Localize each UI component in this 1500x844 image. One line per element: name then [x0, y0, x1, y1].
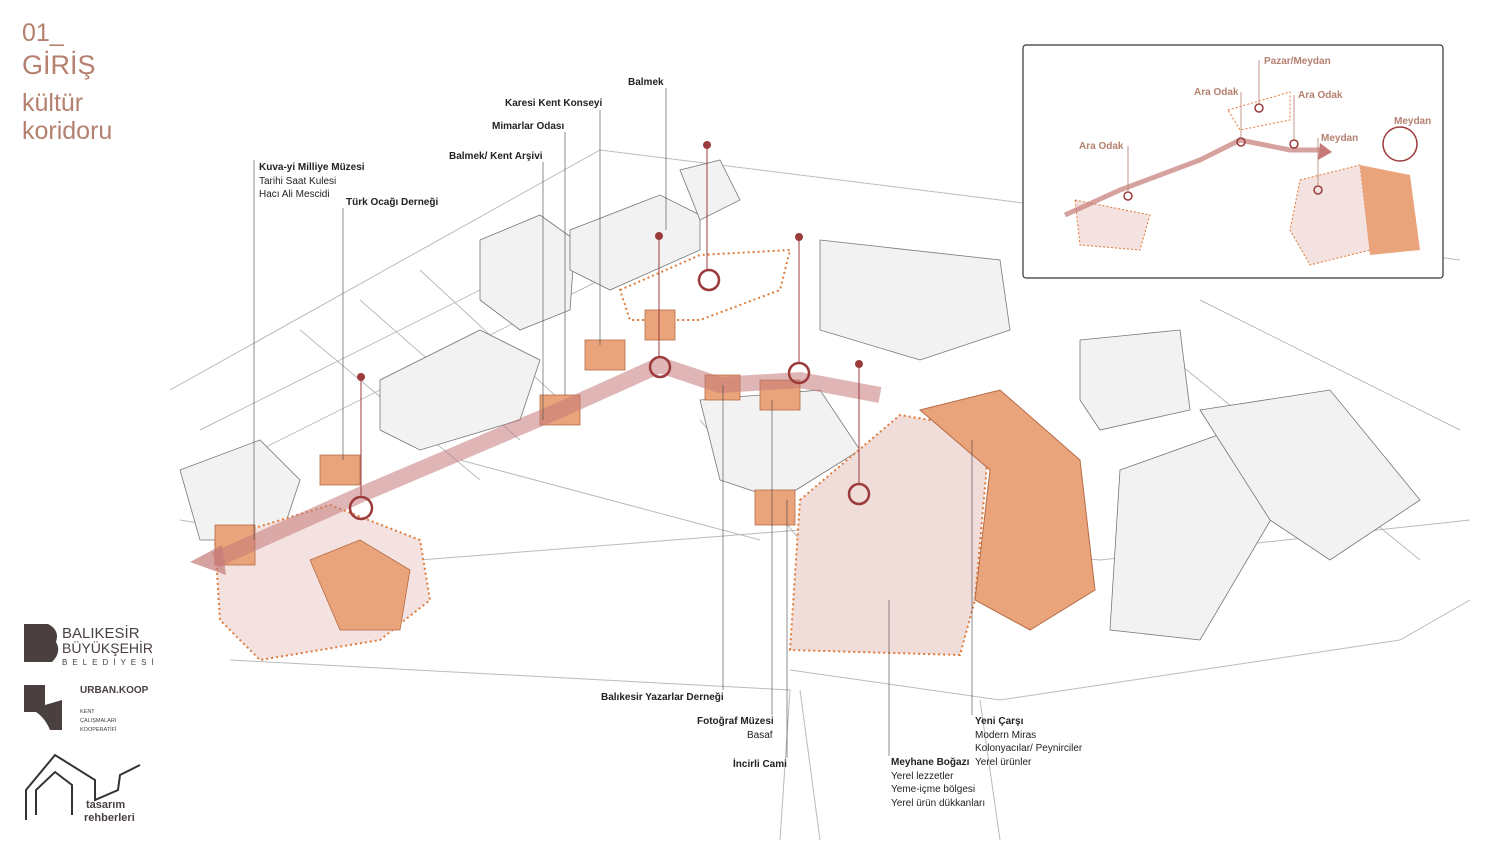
label-basaf: Basaf	[747, 730, 773, 741]
label-meyhane-sub2: Yeme-içme bölgesi	[891, 784, 975, 795]
zone-yeni-carsi	[918, 389, 1096, 631]
label-mimarlar: Mimarlar Odası	[492, 121, 564, 132]
label-kent-arsivi: Balmek/ Kent Arşivi	[449, 151, 543, 162]
leader-lines	[253, 88, 973, 758]
svg-text:BÜYÜKŞEHİR: BÜYÜKŞEHİR	[62, 639, 153, 656]
label-turk-ocagi: Türk Ocağı Derneği	[346, 197, 438, 208]
urban-koop-logo: URBAN.KOOP KENT ÇALIŞMALARI KOOPERATİFİ	[24, 685, 149, 733]
label-saat-kulesi: Tarihi Saat Kulesi	[259, 176, 336, 187]
label-yeni-sub3: Yerel ürünler	[975, 757, 1032, 768]
inset-label-ara-odak-3: Ara Odak	[1079, 141, 1124, 152]
inset-label-ara-odak-1: Ara Odak	[1194, 87, 1239, 98]
subtitle-line2: koridoru	[22, 117, 113, 145]
inset-route	[1063, 137, 1320, 218]
page-title: GİRİŞ	[22, 50, 96, 80]
inset-label-pazar: Pazar/Meydan	[1264, 56, 1331, 67]
node-pins	[357, 141, 863, 497]
svg-text:tasarım: tasarım	[86, 799, 125, 811]
label-yeni-sub1: Modern Miras	[975, 730, 1036, 741]
svg-text:KENT: KENT	[80, 709, 95, 715]
subtitle-line1: kültür	[22, 89, 84, 117]
buildings	[179, 159, 1421, 641]
balikesir-logo: BALIKESİR BÜYÜKŞEHİR BELEDİYESİ	[24, 624, 159, 667]
inset-map: Pazar/Meydan Ara Odak Ara Odak Ara Odak …	[1022, 44, 1444, 279]
svg-text:ÇALIŞMALARI: ÇALIŞMALARI	[80, 718, 117, 724]
label-yeni-carsi: Yeni Çarşı	[975, 716, 1024, 727]
svg-text:rehberleri: rehberleri	[84, 812, 135, 824]
svg-text:BELEDİYESİ: BELEDİYESİ	[62, 658, 159, 667]
tasarim-rehberleri-logo: tasarım rehberleri	[25, 753, 141, 824]
svg-text:BALIKESİR: BALIKESİR	[62, 624, 140, 642]
inset-label-meydan: Meydan	[1321, 133, 1358, 144]
svg-text:KOOPERATİFİ: KOOPERATİFİ	[80, 726, 117, 733]
label-meyhane-sub1: Yerel lezzetler	[891, 771, 954, 782]
section-number: 01_	[22, 19, 64, 47]
label-yeni-sub2: Kolonyacılar/ Peynirciler	[975, 743, 1083, 754]
label-incirli: İncirli Cami	[733, 757, 787, 770]
corridor-arrowhead	[190, 545, 226, 575]
zone-meyhane-bogazi	[788, 413, 992, 657]
inset-legend-meydan: Meydan	[1394, 116, 1431, 127]
label-meyhane: Meyhane Boğazı	[891, 757, 970, 768]
label-fotograf: Fotoğraf Müzesi	[697, 716, 774, 727]
label-kuvayi: Kuva-yi Milliye Müzesi	[259, 162, 365, 173]
inset-label-ara-odak-2: Ara Odak	[1298, 90, 1343, 101]
label-yazarlar: Balıkesir Yazarlar Derneği	[601, 692, 724, 703]
label-karesi: Karesi Kent Konseyi	[505, 98, 602, 109]
meydan-legend-circle	[1382, 126, 1418, 162]
label-meyhane-sub3: Yerel ürün dükkanları	[891, 798, 985, 809]
corridor-route	[211, 356, 882, 568]
label-haci-ali: Hacı Ali Mescidi	[259, 189, 330, 200]
svg-text:URBAN.KOOP: URBAN.KOOP	[80, 685, 149, 696]
label-balmek: Balmek	[628, 77, 664, 88]
